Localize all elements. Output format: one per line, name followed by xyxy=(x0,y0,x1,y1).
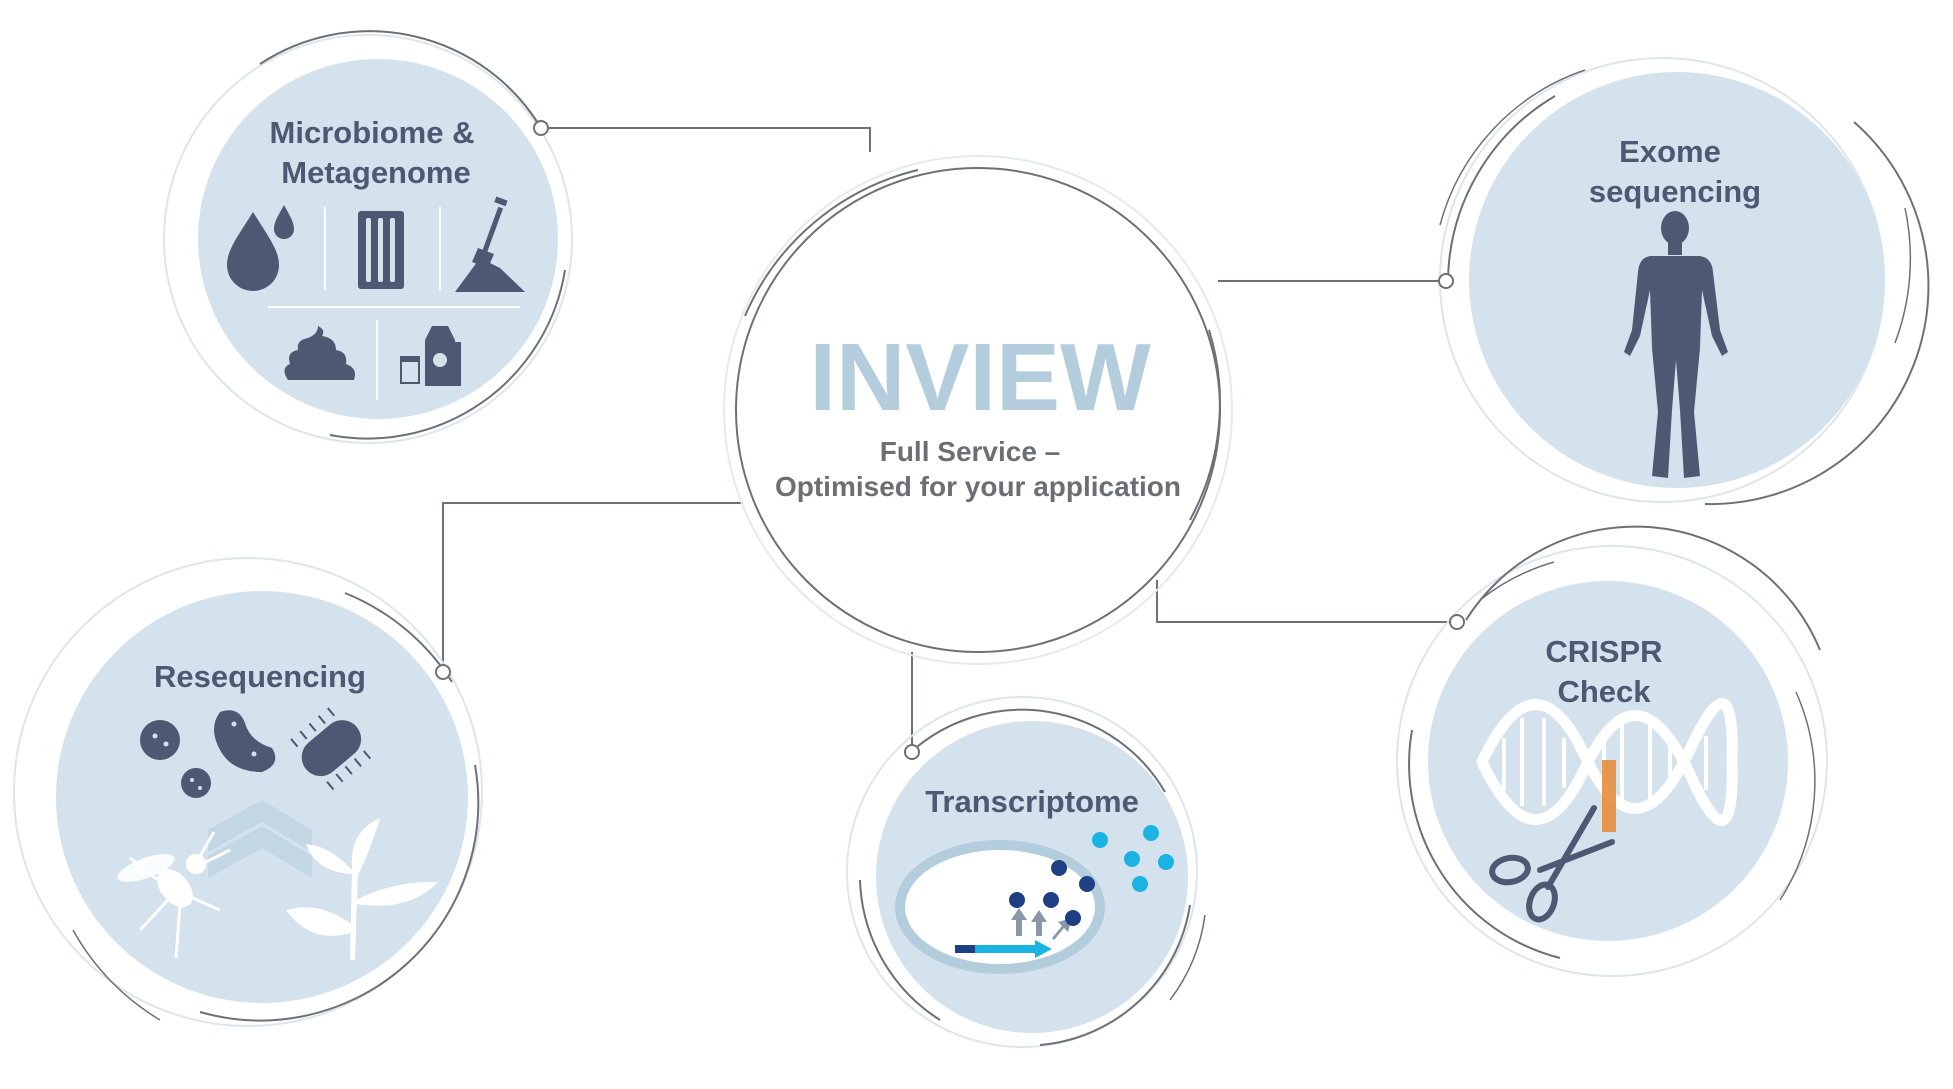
scissors-icon xyxy=(1489,805,1615,923)
virus-icon xyxy=(290,707,372,791)
exome-label-line2: sequencing xyxy=(1589,174,1761,209)
connector-resequencing xyxy=(442,502,743,672)
food-carton-icon xyxy=(400,326,461,386)
cell-icon xyxy=(895,840,1105,974)
exome-connector-dot xyxy=(1438,273,1454,289)
node-resequencing: Resequencing xyxy=(13,557,483,1027)
crispr-label-line1: CRISPR xyxy=(1545,634,1662,669)
insect-icon xyxy=(117,831,231,959)
dna-helix-icon xyxy=(1476,698,1738,832)
center-node: INVIEW Full Service – Optimised for your… xyxy=(723,155,1233,665)
stool-icon xyxy=(284,326,355,380)
node-microbiome: Microbiome & Metagenome xyxy=(163,30,573,444)
plant-icon xyxy=(286,818,438,960)
crispr-label-line2: Check xyxy=(1557,674,1651,709)
node-exome: Exome sequencing xyxy=(1438,57,1930,506)
resequencing-connector-dot xyxy=(435,664,451,680)
connector-crispr xyxy=(1156,580,1457,623)
swab-sticks-icon xyxy=(358,211,404,289)
node-crispr: CRISPR Check xyxy=(1396,525,1828,977)
water-drops-icon xyxy=(227,205,294,291)
bacteria-icon xyxy=(140,720,211,798)
molecule-dots-icon xyxy=(1009,825,1174,926)
connector-microbiome xyxy=(545,127,871,152)
center-title: INVIEW xyxy=(809,324,1151,431)
soil-shovel-icon xyxy=(455,196,525,292)
microbiome-connector-dot xyxy=(533,120,549,136)
microbiome-label-line1: Microbiome & xyxy=(270,115,475,150)
center-subtitle-line1: Full Service – xyxy=(880,436,1061,467)
exome-label-line1: Exome xyxy=(1619,134,1721,169)
transcriptome-label: Transcriptome xyxy=(925,784,1139,819)
crispr-connector-dot xyxy=(1449,614,1465,630)
center-subtitle-line2: Optimised for your application xyxy=(775,471,1181,502)
node-transcriptome: Transcriptome xyxy=(846,696,1206,1048)
microbiome-label-line2: Metagenome xyxy=(281,155,470,190)
resequencing-bubble xyxy=(56,591,468,1003)
connector-lines xyxy=(442,127,1457,752)
human-body-icon xyxy=(1624,211,1728,478)
transcriptome-connector-dot xyxy=(904,744,920,760)
bacillus-icon xyxy=(214,710,276,772)
resequencing-label: Resequencing xyxy=(154,659,366,694)
transcription-arrow-icon xyxy=(955,908,1072,958)
